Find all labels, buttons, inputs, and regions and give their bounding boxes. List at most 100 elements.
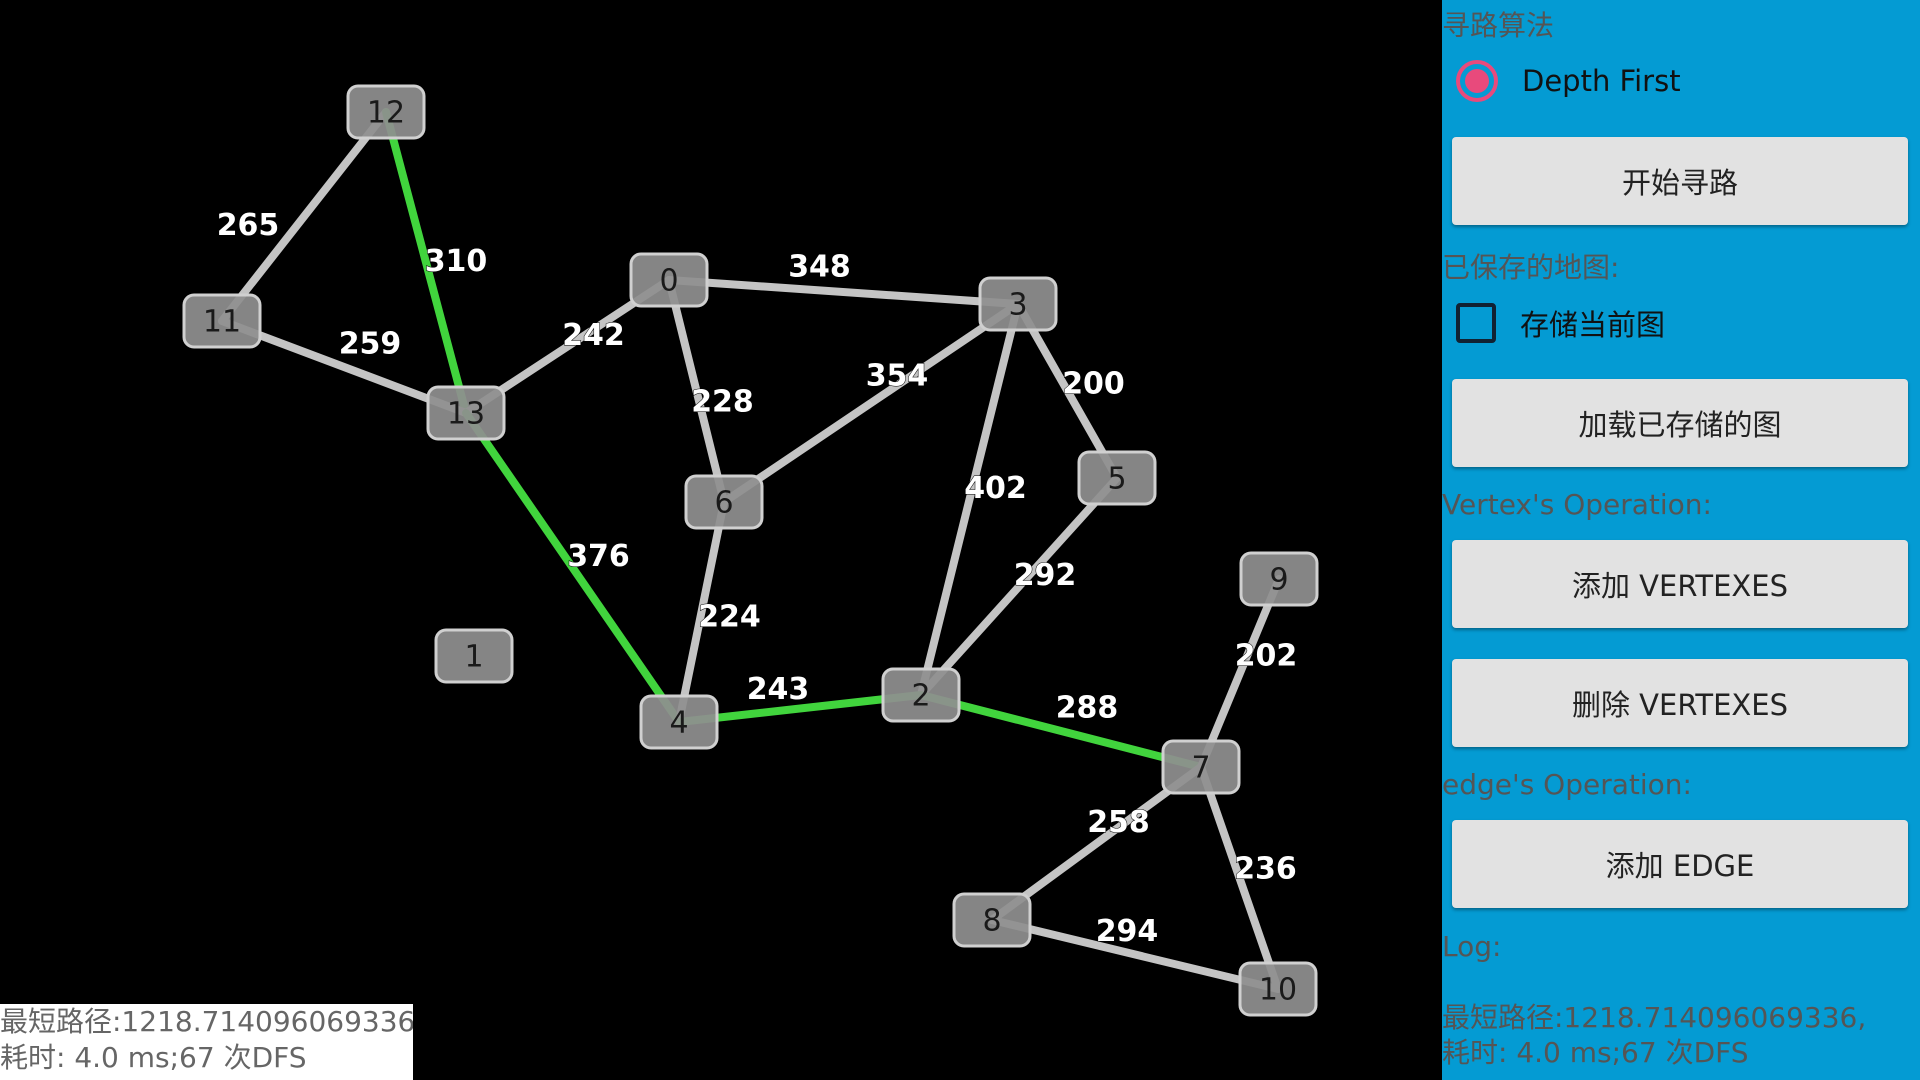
edge-weight-12-13: 310 [425,244,488,279]
vertex-4[interactable]: 4 [639,694,719,750]
vertex-9[interactable]: 9 [1239,551,1319,607]
edge-12-13-shortest-path[interactable] [382,108,470,417]
edge-8-10[interactable] [988,916,1282,993]
vertex-box-2[interactable] [881,667,961,723]
vertex-6[interactable]: 6 [684,474,764,530]
vertex-label-2: 2 [911,679,930,714]
radio-selected-icon[interactable] [1456,60,1498,102]
edge-weight-9-7: 202 [1235,639,1298,674]
vertex-label-8: 8 [982,904,1001,939]
edge-operation-title: edge's Operation: [1442,768,1692,801]
vertex-box-10[interactable] [1238,961,1318,1017]
vertex-8[interactable]: 8 [952,892,1032,948]
vertex-box-4[interactable] [639,694,719,750]
depth-first-label: Depth First [1522,64,1681,98]
edge-weight-0-3: 348 [788,250,851,285]
edge-9-7[interactable] [1197,575,1283,771]
vertex-label-1: 1 [464,640,483,675]
vertex-label-4: 4 [669,706,688,741]
vertex-label-7: 7 [1191,751,1210,786]
save-current-map-checkbox[interactable] [1456,303,1496,343]
vertex-box-13[interactable] [426,385,506,441]
vertex-box-1[interactable] [434,628,514,684]
edge-12-11[interactable] [218,108,390,325]
edge-6-3[interactable] [720,300,1022,506]
panel-log-output: 最短路径:1218.714096069336, 耗时: 4.0 ms;67 次D… [1442,1000,1866,1070]
vertex-11[interactable]: 11 [182,293,262,349]
vertex-box-11[interactable] [182,293,262,349]
edge-11-13[interactable] [218,317,470,417]
vertex-0[interactable]: 0 [629,252,709,308]
add-edge-button[interactable]: 添加 EDGE [1452,820,1908,908]
vertex-5[interactable]: 5 [1077,450,1157,506]
vertex-label-0: 0 [659,264,678,299]
save-current-map-label: 存储当前图 [1520,308,1666,342]
vertex-2[interactable]: 2 [881,667,961,723]
vertex-box-12[interactable] [346,84,426,140]
vertex-label-13: 13 [447,397,485,432]
save-current-map-checkbox-row[interactable]: 存储当前图 [1456,293,1665,353]
vertex-13[interactable]: 13 [426,385,506,441]
edge-0-3[interactable] [665,276,1022,308]
canvas-log-line-1: 最短路径:1218.714096069336, [0,1005,413,1038]
delete-vertexes-button[interactable]: 删除 VERTEXES [1452,659,1908,747]
vertex-1[interactable]: 1 [434,628,514,684]
add-vertexes-button[interactable]: 添加 VERTEXES [1452,540,1908,628]
edge-weight-13-4: 376 [567,539,630,574]
canvas-log-line-2: 耗时: 4.0 ms;67 次DFS [0,1041,307,1074]
vertex-box-9[interactable] [1239,551,1319,607]
vertex-box-3[interactable] [978,276,1058,332]
edge-3-2[interactable] [917,300,1022,699]
vertex-box-8[interactable] [952,892,1032,948]
vertex-box-0[interactable] [629,252,709,308]
vertex-label-6: 6 [714,486,733,521]
vertex-box-5[interactable] [1077,450,1157,506]
edge-weight-13-0: 242 [562,318,625,353]
edge-13-4-shortest-path[interactable] [462,409,683,726]
vertex-operation-title: Vertex's Operation: [1442,488,1712,521]
radio-dot [1465,69,1489,93]
vertex-7[interactable]: 7 [1161,739,1241,795]
vertex-label-9: 9 [1269,563,1288,598]
vertex-10[interactable]: 10 [1238,961,1318,1017]
edge-weight-11-13: 259 [339,327,402,362]
edge-weight-7-10: 236 [1234,852,1297,887]
algorithm-section-title: 寻路算法 [1442,9,1555,42]
edge-6-4[interactable] [675,498,728,726]
control-panel: 寻路算法 Depth First 开始寻路 已保存的地图: 存储当前图 加载已存… [1442,0,1920,1080]
vertex-label-12: 12 [367,96,405,131]
vertex-label-5: 5 [1107,462,1126,497]
edge-7-10[interactable] [1197,763,1282,993]
edge-7-8[interactable] [988,763,1205,924]
edge-weight-0-6: 228 [691,385,754,420]
edge-2-7-shortest-path[interactable] [917,691,1205,771]
edge-weight-3-2: 402 [964,471,1027,506]
edge-weight-7-8: 258 [1087,805,1150,840]
edge-weight-8-10: 294 [1096,914,1159,949]
vertex-label-11: 11 [203,305,241,340]
vertex-label-10: 10 [1259,973,1297,1008]
log-title: Log: [1442,930,1502,963]
edge-5-2[interactable] [917,474,1121,699]
edge-weight-6-3: 354 [866,359,929,394]
vertex-box-6[interactable] [684,474,764,530]
vertex-3[interactable]: 3 [978,276,1058,332]
edge-weight-3-5: 200 [1062,367,1125,402]
edge-0-6[interactable] [665,276,728,506]
canvas-result-log: 最短路径:1218.714096069336, 耗时: 4.0 ms;67 次D… [0,1004,413,1080]
start-pathfinding-button[interactable]: 开始寻路 [1452,137,1908,225]
edge-3-5[interactable] [1014,300,1121,482]
vertex-label-3: 3 [1008,288,1027,323]
depth-first-radio-option[interactable]: Depth First [1456,51,1681,111]
edge-4-2-shortest-path[interactable] [675,691,925,726]
edge-weight-2-7: 288 [1056,691,1119,726]
edge-weight-5-2: 292 [1014,558,1077,593]
edge-weight-6-4: 224 [698,600,761,635]
panel-log-line-1: 最短路径:1218.714096069336, [1442,1001,1867,1034]
vertex-12[interactable]: 12 [346,84,426,140]
vertex-box-7[interactable] [1161,739,1241,795]
panel-log-line-2: 耗时: 4.0 ms;67 次DFS [1442,1036,1749,1069]
load-saved-map-button[interactable]: 加载已存储的图 [1452,379,1908,467]
